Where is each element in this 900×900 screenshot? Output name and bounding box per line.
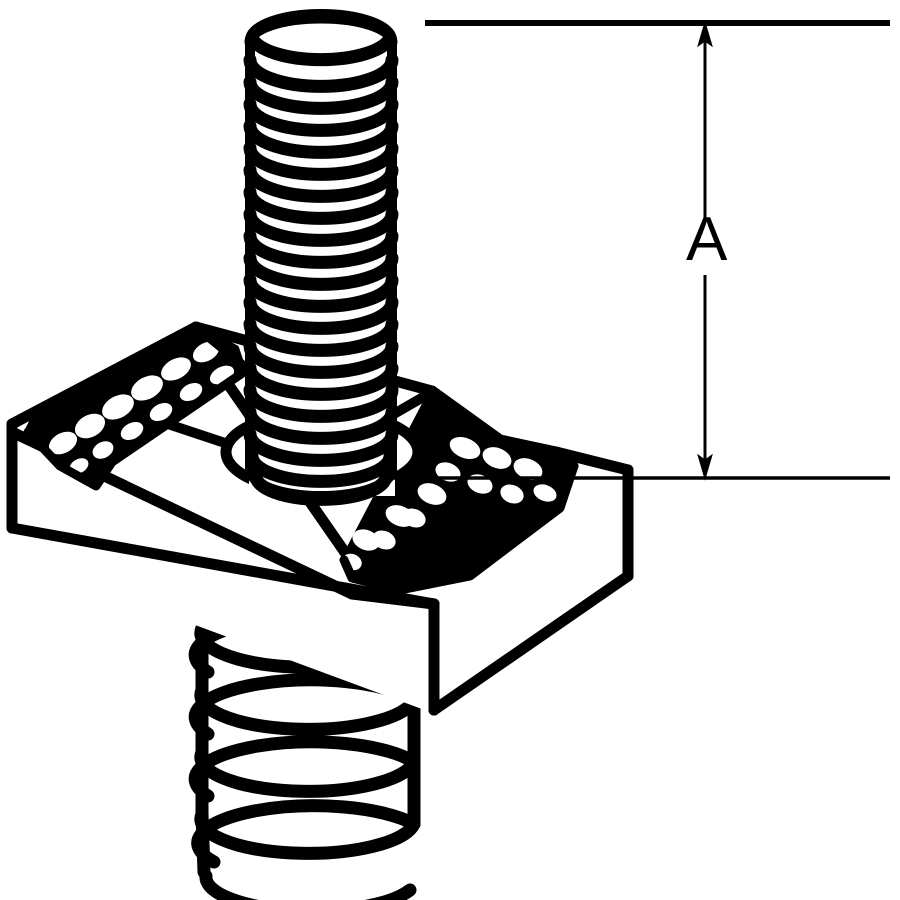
- dimension-extension-lines: [380, 20, 890, 480]
- dimension-arrowhead-up: [697, 20, 713, 48]
- nut-front-right-drop: [346, 586, 440, 716]
- left-serrated-groove: [23, 322, 249, 491]
- dimension-arrow-leaders: [697, 20, 713, 481]
- right-serrated-groove: [339, 387, 579, 595]
- threaded-bolt: [243, 9, 399, 506]
- dimension-arrowhead-down: [697, 453, 713, 481]
- dimension-label-a: A: [686, 205, 728, 274]
